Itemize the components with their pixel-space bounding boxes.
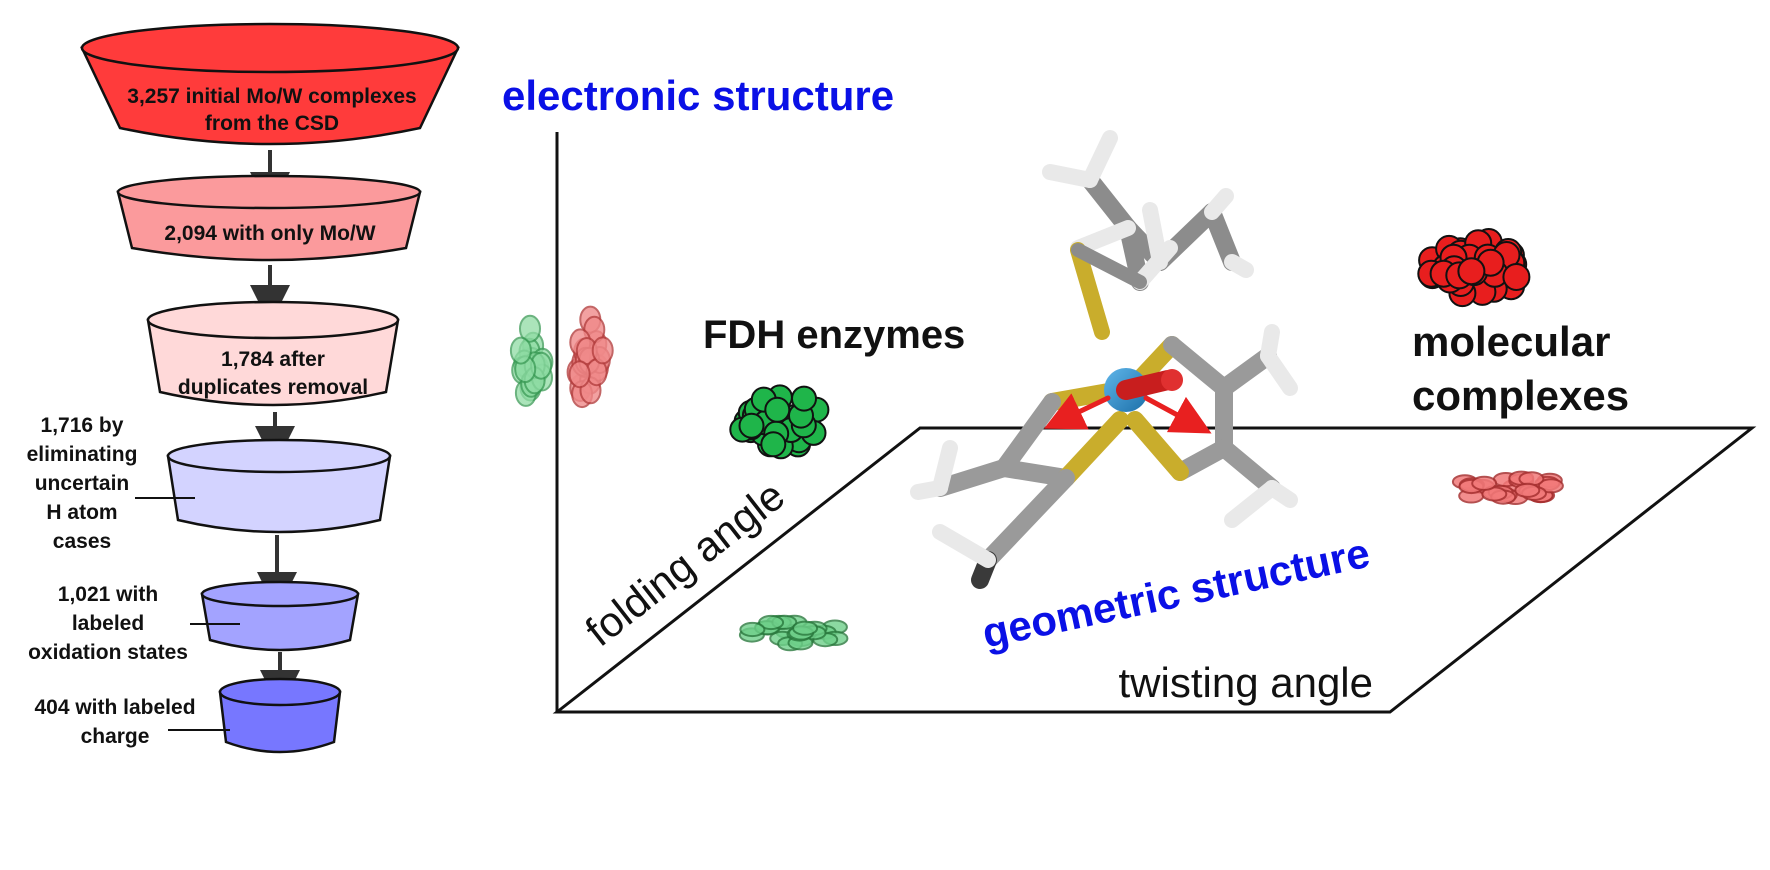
- funnel-stage-2-top: [116, 174, 422, 210]
- cluster-point: [1471, 475, 1498, 491]
- funnel-stage-1-body: [80, 46, 460, 146]
- fdh-cluster-wall-projection: [509, 314, 554, 407]
- funnel-stage-3-top: [146, 300, 400, 340]
- fdh-cluster: [729, 384, 830, 460]
- funnel-stage-1-label-2: from the CSD: [205, 112, 339, 135]
- funnel-stage-3-label: 1,784 after: [221, 348, 325, 371]
- fdh-cluster-floor-projection: [738, 614, 849, 652]
- cluster-point: [758, 614, 785, 631]
- cluster-point: [1502, 263, 1531, 291]
- funnel-stage-5-body: [200, 592, 360, 652]
- funnel-stage-3-body: [146, 318, 400, 407]
- funnel: 3,257 initial Mo/W complexes from the CS…: [27, 22, 460, 754]
- funnel-stage-5-top: [200, 580, 360, 608]
- funnel-stage-6-label-1: 404 with labeled: [34, 696, 195, 719]
- funnel-stage-5-label-1: 1,021 with: [58, 583, 158, 606]
- z-axis-label: electronic structure: [502, 72, 894, 119]
- funnel-stage-6: [168, 677, 342, 754]
- funnel-stage-6-label-2: charge: [81, 725, 150, 748]
- funnel-stage-1-top: [80, 22, 460, 74]
- cluster-point: [568, 360, 591, 389]
- funnel-stage-6-top: [218, 677, 342, 707]
- funnel-stage-1: 3,257 initial Mo/W complexes from the CS…: [80, 22, 460, 146]
- floor-plane: [552, 426, 1757, 714]
- funnel-stage-4-label-5: cases: [53, 530, 111, 553]
- molecular-complexes-label: molecular: [1412, 318, 1610, 365]
- cluster-point: [738, 412, 765, 439]
- funnel-stage-5-label-3: oxidation states: [28, 641, 188, 664]
- molecule-structure-icon: [910, 130, 1298, 589]
- funnel-stage-4-label-1: 1,716 by: [41, 414, 124, 437]
- molecular-cluster-floor-projection: [1451, 470, 1564, 505]
- plot: electronic structure geometric structure…: [502, 72, 1757, 714]
- funnel-stage-3-label-2: duplicates removal: [178, 376, 368, 399]
- cluster-point: [519, 314, 541, 343]
- funnel-stage-4-label-3: uncertain: [35, 472, 130, 495]
- plane-label: geometric structure: [978, 529, 1374, 657]
- funnel-stage-5: [190, 580, 360, 652]
- molecular-cluster-wall-projection: [566, 305, 614, 409]
- funnel-stage-2-body: [116, 190, 422, 262]
- funnel-stage-2-label: 2,094 with only Mo/W: [164, 222, 375, 245]
- cluster-point: [792, 620, 819, 636]
- cluster-point: [764, 396, 791, 423]
- funnel-stage-4-label-2: eliminating: [27, 443, 138, 466]
- funnel-stage-6-body: [218, 690, 342, 754]
- cluster-point: [509, 336, 532, 365]
- cluster-point: [791, 385, 817, 412]
- funnel-stage-4: [135, 438, 392, 534]
- fdh-enzymes-label: FDH enzymes: [703, 313, 965, 357]
- cluster-point: [1457, 257, 1486, 286]
- molecular-complexes-label-2: complexes: [1412, 372, 1629, 419]
- funnel-stage-1-label: 3,257 initial Mo/W complexes: [127, 85, 416, 108]
- funnel-stage-4-top: [166, 438, 392, 474]
- cluster-point: [591, 336, 614, 365]
- cluster-point: [1514, 482, 1541, 498]
- funnel-stage-2: 2,094 with only Mo/W: [116, 174, 422, 262]
- funnel-stage-4-label-4: H atom: [46, 501, 117, 524]
- funnel-stage-4-body: [166, 454, 392, 534]
- cluster-point: [739, 621, 766, 638]
- x-axis-label: twisting angle: [1119, 659, 1373, 706]
- molecular-cluster: [1417, 228, 1531, 308]
- cluster-point: [760, 431, 787, 458]
- funnel-stage-3: 1,784 after duplicates removal: [146, 300, 400, 407]
- funnel-stage-5-label-2: labeled: [72, 612, 144, 635]
